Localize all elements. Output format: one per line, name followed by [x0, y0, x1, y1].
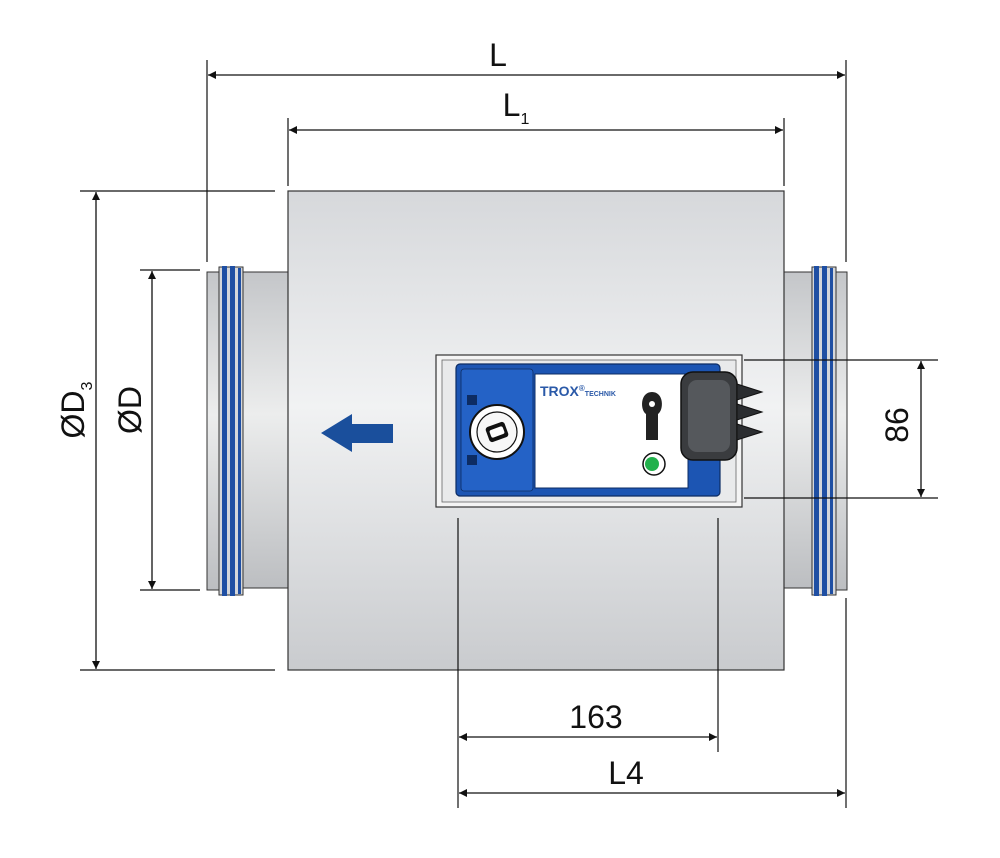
label-86: 86	[879, 407, 915, 443]
actuator: TROX®TECHNIK	[435, 354, 764, 508]
label-D3: ØD3	[55, 381, 96, 438]
brand-name: TROX	[540, 383, 580, 399]
label-L4: L4	[608, 755, 644, 791]
label-L1: L1	[503, 87, 530, 128]
gasket-ring	[230, 266, 235, 596]
gasket-ring	[822, 266, 827, 596]
left-spigot	[206, 266, 290, 596]
plug-connector-icon	[680, 371, 764, 461]
label-163: 163	[569, 699, 622, 735]
label-L: L	[489, 37, 507, 73]
manual-override-icon	[642, 392, 662, 440]
gasket-ring	[814, 266, 819, 596]
brand-mark: ®	[579, 384, 585, 393]
dimension-lines	[92, 71, 925, 797]
svg-text:TROX®TECHNIK: TROX®TECHNIK	[540, 383, 616, 399]
arrow-left-icon	[321, 414, 393, 452]
status-led-icon	[642, 452, 666, 476]
adjustment-dial-icon	[469, 404, 525, 460]
gasket-ring	[222, 266, 227, 596]
label-D: ØD	[112, 386, 148, 434]
extension-lines	[80, 60, 938, 808]
brand-suffix: TECHNIK	[585, 391, 616, 398]
right-spigot	[783, 266, 848, 596]
